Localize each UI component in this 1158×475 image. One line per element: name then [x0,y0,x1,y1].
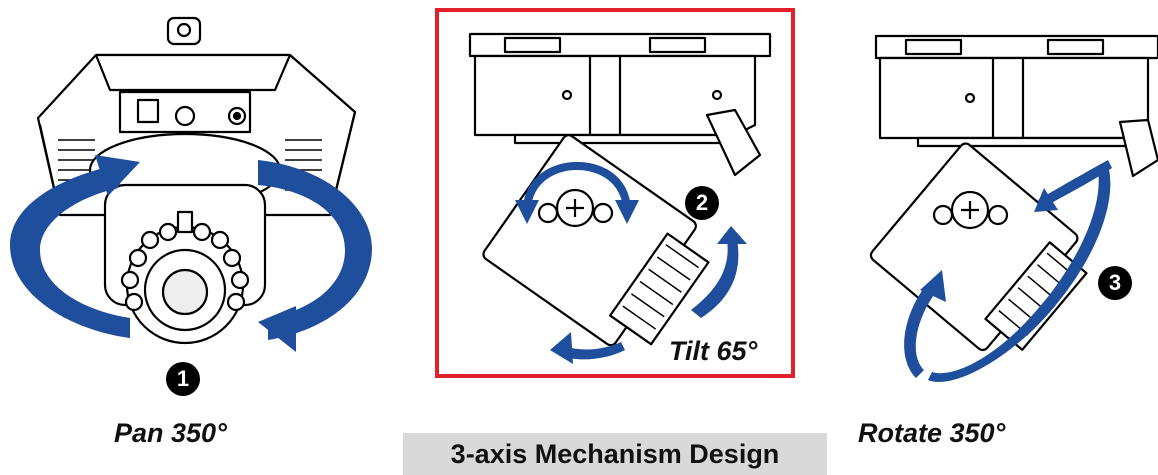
mechanism-title: 3-axis Mechanism Design [403,433,827,475]
pan-camera-illustration [10,16,372,352]
tilt-caption: Tilt 65° [669,336,758,366]
pan-step-badge: 1 [166,362,200,396]
pan-arrow-icon [10,155,372,352]
tilt-step-badge: 2 [685,186,719,220]
rotate-camera-illustration [869,34,1158,382]
rotate-arrow-icon [904,160,1112,382]
tilt-camera-illustration [468,32,772,364]
tilt-arrow-icon [515,162,747,364]
rotate-panel: 3 Rotate 350° [858,0,1158,475]
rotate-caption: Rotate 350° [858,418,1006,448]
tilt-highlight-frame [435,8,795,378]
tilt-panel: 2 Tilt 65° [435,0,795,475]
pan-caption: Pan 350° [114,418,227,448]
rotate-step-badge: 3 [1098,266,1132,300]
pan-panel: 1 Pan 350° [0,0,400,475]
